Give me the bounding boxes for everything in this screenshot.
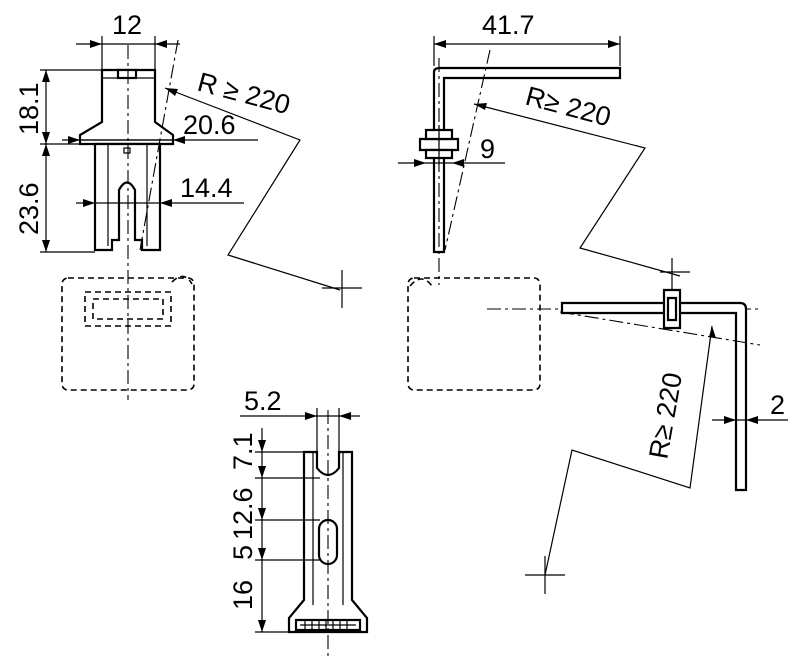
dim-front-head-height: 18.1: [14, 82, 44, 135]
dim-radius-right: R≥ 220: [643, 370, 688, 461]
radius-leader-right: [544, 325, 713, 576]
bottom-view: 5.2 7.1 12.6 5 16: [228, 386, 369, 660]
radius-leader-side: [473, 103, 681, 277]
right-view: R≥ 220 2: [525, 258, 788, 594]
front-view: 12 18.1 23.6 20.6 14.4 R ≥ 220: [14, 10, 362, 400]
front-head-slot: [116, 68, 138, 80]
dim-front-flange-width: 20.6: [183, 110, 236, 140]
dim-side-width: 9: [480, 134, 495, 164]
dim-radius-side: R≥ 220: [522, 81, 614, 132]
dim-side-length: 41.7: [482, 10, 535, 40]
dim-bottom-width: 5.2: [244, 386, 282, 416]
radius-leader-front: [164, 87, 341, 291]
right-wire: [560, 301, 748, 492]
dim-front-lower-height: 23.6: [14, 182, 44, 235]
front-head: [78, 68, 175, 146]
side-view: 41.7 9 R≥ 220: [398, 10, 760, 391]
side-mating-block: [407, 277, 541, 391]
dim-front-inner-width: 14.4: [180, 173, 233, 203]
front-mating-block: [61, 277, 195, 391]
dim-bottom-d3: 5: [228, 545, 258, 560]
dim-bottom-d4: 16: [228, 580, 258, 610]
dim-front-width: 12: [112, 10, 142, 40]
dim-bottom-d2: 12.6: [228, 487, 258, 540]
side-wire: [432, 66, 622, 254]
dim-bottom-d1: 7.1: [228, 432, 258, 470]
dim-right-thickness: 2: [770, 390, 785, 420]
